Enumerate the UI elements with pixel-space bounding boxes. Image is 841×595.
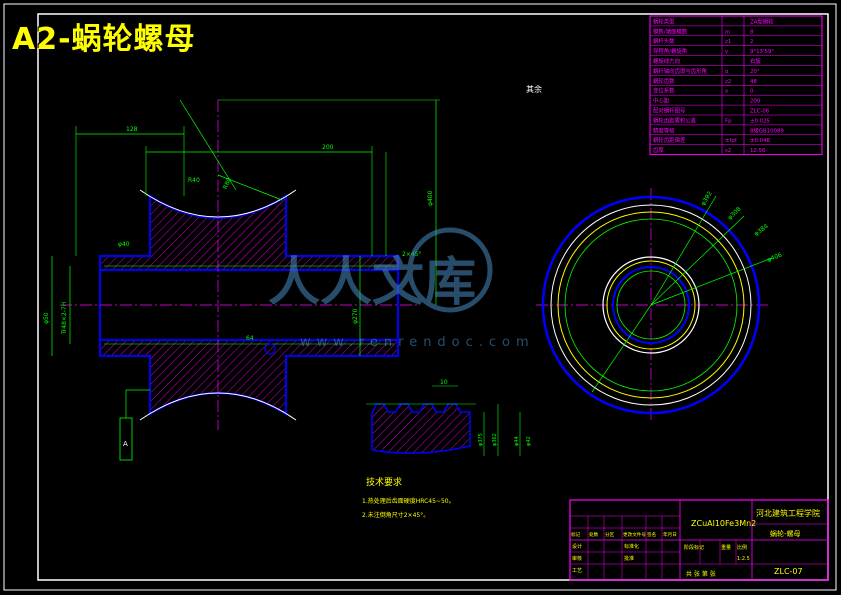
tb-role-0: 设计 [572,543,582,550]
tech-requirements-title: 技术要求 [366,476,402,488]
tech-requirement-2: 2.未注倒角尺寸2×45°。 [362,511,429,519]
title-block: ZCuAl10Fe3Mn2 河北建筑工程学院 蜗轮-螺母 ZLC-07 1:2.… [569,499,829,581]
dim-phi362: φ362 [492,433,498,446]
params-cell-r12-c0: 蜗轮齿距偏差 [653,136,686,144]
params-cell-r7-c2: 0 [750,89,754,95]
dim-phi375: φ375 [478,433,484,446]
tb-stage-2: 比例 [737,544,747,551]
watermark-url: www.renrendoc.com [300,335,535,350]
tb-stage-0: 阶段标记 [684,544,704,551]
params-cell-r6-c2: 48 [750,79,757,85]
dim-R80: R80 [222,177,233,191]
tb-stage-1: 重量 [721,544,731,551]
tb-role-2: 工艺 [572,568,582,574]
params-cell-r0-c2: ZA型蜗轮 [750,17,774,25]
params-cell-r13-c2: 12.56 [750,148,766,154]
tb-scale: 1:2.5 [737,556,750,562]
params-cell-r4-c2: 右旋 [750,57,761,65]
params-cell-r8-c2: 200 [750,99,761,105]
params-cell-r0-c0: 蜗轮类型 [653,17,675,25]
params-cell-r1-c1: m [725,29,730,35]
dim-phi50: φ50 [43,312,50,324]
params-cell-r4-c0: 螺旋线方向 [653,57,680,65]
params-cell-r1-c0: 模数/端面模数 [653,27,688,35]
params-cell-r3-c1: γ [725,49,729,55]
dim-phi308: φ308 [727,206,743,222]
drawing-title-banner: A2-蜗轮螺母 [12,22,196,57]
params-cell-r10-c1: Fp [725,118,732,124]
dim-10: 10 [440,379,448,386]
tb-header-5: 年月日 [663,531,677,538]
params-cell-r13-c1: s2 [725,148,731,154]
end-view: φ392 φ308 φ384 φ406 [536,188,783,422]
dim-phi44: φ44 [514,436,520,446]
params-cell-r12-c1: ±fpt [725,138,737,144]
bore-circle [612,266,690,344]
misc-roughness-note: 其余 [526,84,542,94]
datum-a: A [123,440,128,448]
tb-part-name: 蜗轮-螺母 [770,529,801,538]
tb-header-2: 分区 [605,531,615,538]
params-cell-r12-c2: ±0.048 [750,138,771,144]
dim-phi392: φ392 [700,190,714,207]
params-cell-r2-c2: 2 [750,39,753,45]
dim-128: 128 [126,126,138,133]
params-cell-r6-c1: z2 [725,79,731,85]
params-cell-r13-c0: 齿厚 [653,147,664,154]
params-cell-r10-c2: ±0.025 [750,118,770,124]
params-cell-r9-c0: 配对蜗杆图号 [653,107,686,115]
tb-role-1: 审核 [572,555,582,562]
params-cell-r2-c0: 蜗杆头数 [653,37,675,45]
params-cell-r1-c2: 8 [750,29,754,35]
section-view: 128 200 R80 R40 φ400 2×45° φ40 Tr48×2-7H… [43,99,440,461]
tb-material: ZCuAl10Fe3Mn2 [691,519,756,528]
inner-frame [37,13,829,581]
dim-phi40: φ40 [118,241,130,248]
dim-phi400: φ400 [427,190,434,206]
params-cell-r11-c2: 8级GB10089 [750,126,784,134]
params-cell-r9-c2: ZLC-06 [750,109,770,115]
tb-header-0: 标记 [571,531,581,538]
tb-role-3: 标准化 [624,543,639,550]
params-cell-r7-c1: x [725,89,729,95]
params-cell-r5-c0: 蜗杆轴向齿廓与齿形角 [653,67,707,75]
tip-circle [541,195,761,415]
dim-phi406: φ406 [766,252,783,264]
params-cell-r8-c0: 中心距 [653,97,670,105]
params-cell-r3-c0: 导程角/螺旋角 [653,47,687,55]
dim-phi384: φ384 [753,223,770,238]
tb-header-3: 更改文件号 [623,531,646,538]
params-cell-r10-c0: 蜗轮齿距累积公差 [653,116,697,124]
tooth-profile-detail: 10 φ375 φ362 φ44 φ42 [366,379,532,456]
dim-R40: R40 [188,177,200,184]
watermark-brand: 人人文库 [268,253,476,313]
tb-sheet-count: 共 张 第 张 [686,570,716,578]
tb-school: 河北建筑工程学院 [756,508,820,518]
section-hatch-lower [99,339,399,416]
params-cell-r3-c2: 9°13'59" [750,49,774,55]
dim-tr-thread: Tr48×2-7H [61,302,68,335]
tb-role-4: 批准 [624,555,634,562]
tb-header-1: 处数 [589,531,599,538]
dim-200: 200 [322,144,334,151]
watermark: 人人文库 www.renrendoc.com [268,227,535,350]
tb-header-4: 签名 [647,531,656,538]
tech-requirement-1: 1.热处理后齿面硬度HRC45~50。 [362,497,455,505]
dim-phi42: φ42 [526,436,532,446]
params-cell-r5-c2: 20° [750,69,760,75]
dim-phi270: φ270 [352,308,359,324]
params-cell-r7-c0: 变位系数 [653,87,675,95]
params-cell-r6-c0: 蜗轮齿数 [653,77,675,85]
outer-frame [3,3,837,591]
params-cell-r11-c0: 精度等级 [653,126,675,134]
dim-64: 64 [246,335,254,342]
hub-circle [602,256,700,354]
tb-drawing-no: ZLC-07 [774,567,803,576]
params-cell-r5-c1: α [725,69,729,75]
params-cell-r2-c1: z1 [725,39,731,45]
